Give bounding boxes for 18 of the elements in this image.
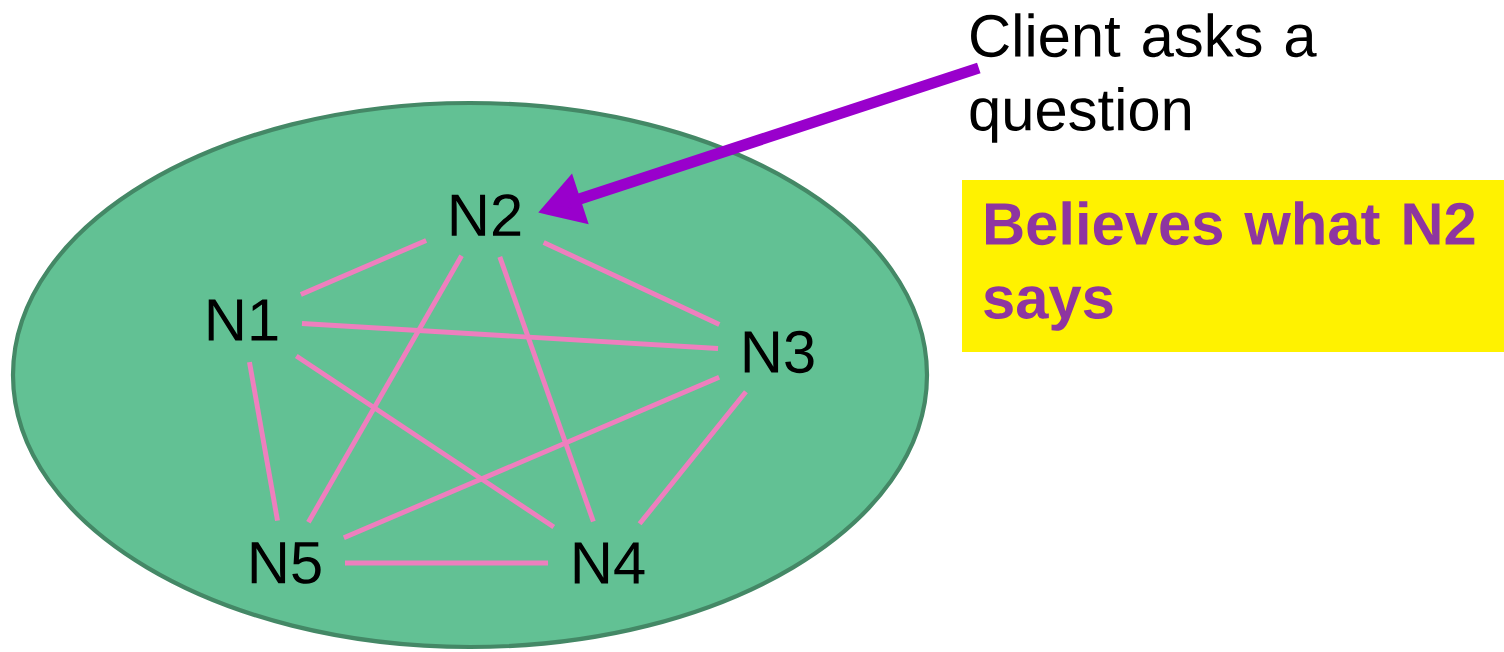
connector-line [306, 254, 464, 524]
node-label: N3 [744, 330, 814, 374]
node-label: N5 [251, 542, 321, 584]
connector-line [345, 560, 549, 566]
node-label: N2 [451, 194, 521, 236]
node-label: N4 [574, 542, 645, 584]
connector-line [301, 321, 719, 351]
connector-line [294, 354, 556, 529]
note-box: Believes what N2 says [962, 180, 1504, 352]
ellipse-shape [10, 100, 930, 650]
connector-line [342, 374, 721, 541]
connector-line [542, 240, 721, 327]
caption-text: Client asks a question [970, 13, 1317, 143]
node-label: N1 [208, 299, 278, 341]
connector-line [299, 238, 428, 297]
connector-line [637, 390, 748, 526]
connector-line [497, 256, 596, 523]
connector-line [247, 361, 280, 521]
